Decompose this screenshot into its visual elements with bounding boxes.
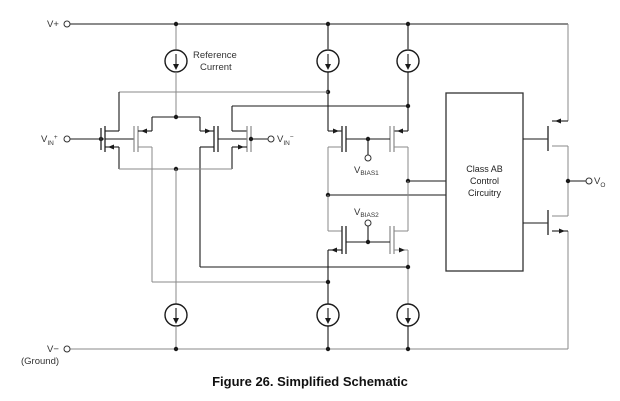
v-plus-label: V+ bbox=[47, 19, 59, 30]
transistor-cascode-top-left bbox=[327, 126, 347, 195]
vo-terminal bbox=[585, 177, 593, 185]
current-source-top-1 bbox=[316, 24, 340, 131]
current-source-bottom-1 bbox=[164, 303, 188, 349]
transistor-q4 bbox=[231, 106, 252, 169]
v-minus-terminal bbox=[63, 345, 71, 353]
transistor-q1 bbox=[100, 126, 120, 169]
vbias2-terminal bbox=[364, 219, 372, 227]
control-block-line2: Control bbox=[470, 176, 499, 186]
junction-dot bbox=[405, 264, 411, 270]
vin-plus-terminal bbox=[63, 135, 71, 143]
current-source-bottom-3 bbox=[396, 250, 420, 349]
transistor-cascode-top-right bbox=[389, 126, 409, 181]
transistor-cascode-bottom-left bbox=[328, 226, 347, 254]
vin-minus-label: VIN− bbox=[277, 134, 294, 147]
junction-dot bbox=[405, 346, 411, 352]
reference-label-line2: Current bbox=[200, 62, 232, 73]
v-plus-terminal bbox=[63, 20, 71, 28]
vbias1-terminal bbox=[364, 154, 372, 162]
transistor-cascode-bottom-right bbox=[389, 226, 408, 254]
reference-current-source bbox=[164, 24, 188, 117]
control-block-line1: Class AB bbox=[466, 164, 503, 174]
control-block-line3: Circuitry bbox=[468, 188, 501, 198]
transistor-q3 bbox=[199, 126, 247, 267]
junction-dot bbox=[325, 346, 331, 352]
junction-dot bbox=[248, 136, 254, 142]
output-transistor-pmos bbox=[523, 118, 569, 216]
reference-label-line1: Reference bbox=[193, 50, 237, 61]
junction-dot bbox=[325, 21, 331, 27]
v-plus-rail bbox=[70, 23, 569, 121]
junction-dot bbox=[325, 279, 331, 285]
vbias2-label: VBIAS2 bbox=[354, 207, 379, 219]
current-source-bottom-2 bbox=[316, 250, 340, 349]
vin-plus-label: VIN+ bbox=[41, 134, 58, 147]
junction-dot bbox=[173, 21, 179, 27]
vin-minus-terminal bbox=[267, 135, 275, 143]
junction-dot bbox=[173, 114, 179, 120]
vo-label: VO bbox=[594, 176, 605, 189]
junction-dot bbox=[173, 346, 179, 352]
transistor-q2 bbox=[105, 126, 153, 282]
ground-label: (Ground) bbox=[21, 356, 59, 367]
v-minus-rail bbox=[70, 231, 569, 350]
v-minus-label: V− bbox=[47, 344, 59, 355]
junction-dot bbox=[405, 21, 411, 27]
figure-caption: Figure 26. Simplified Schematic bbox=[212, 374, 408, 389]
output-transistor-nmos bbox=[523, 210, 568, 235]
vbias1-label: VBIAS1 bbox=[354, 165, 379, 177]
class-ab-control-block bbox=[445, 92, 524, 272]
current-source-top-2 bbox=[396, 24, 420, 131]
